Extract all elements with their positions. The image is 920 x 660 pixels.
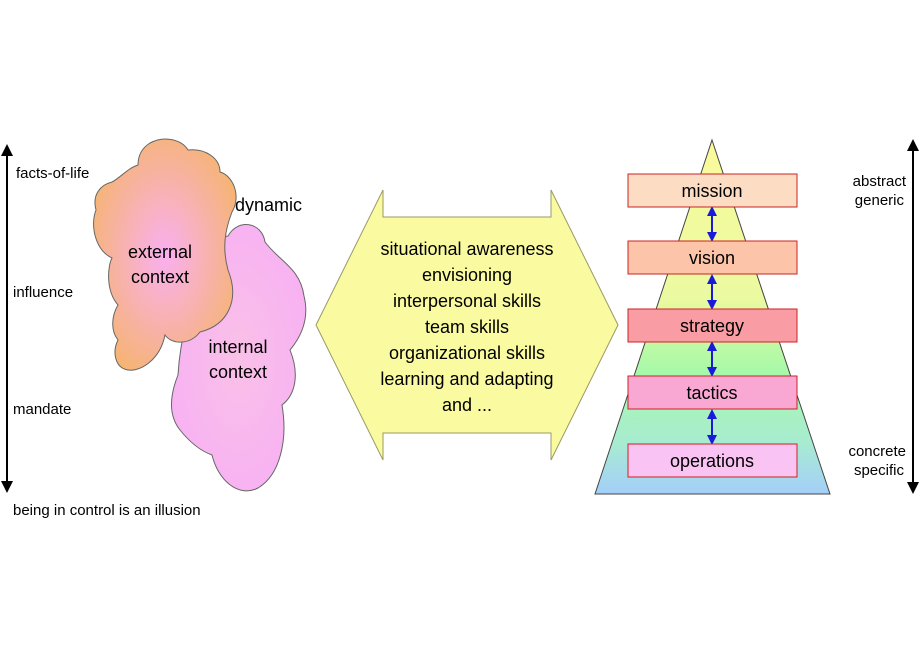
level-box-strategy (627, 308, 798, 343)
pyramid: mission vision strategy tactics operatio… (594, 138, 831, 495)
level-label-mission: mission (681, 181, 742, 201)
external-line-1: external (128, 242, 192, 262)
level-box-mission (627, 173, 798, 208)
skill-item-3: interpersonal skills (393, 291, 541, 311)
level-label-operations: operations (670, 451, 754, 471)
level-strategy: strategy (627, 308, 798, 343)
internal-line-2: context (209, 362, 267, 382)
skill-item-7: and ... (442, 395, 492, 415)
external-line-2: context (131, 267, 189, 287)
level-label-strategy: strategy (680, 316, 744, 336)
skill-item-6: learning and adapting (380, 369, 553, 389)
skill-item-2: envisioning (422, 265, 512, 285)
right-label-specific: specific (854, 462, 905, 479)
dynamic-label: dynamic (235, 195, 302, 215)
level-mission: mission (627, 173, 798, 208)
external-context-cloud: external context (93, 138, 237, 371)
level-operations: operations (627, 443, 798, 478)
skill-item-1: situational awareness (380, 239, 553, 259)
left-label-mandate: mandate (13, 401, 71, 418)
level-box-tactics (627, 375, 798, 410)
level-label-tactics: tactics (686, 383, 737, 403)
skill-item-5: organizational skills (389, 343, 545, 363)
internal-line-1: internal (208, 337, 267, 357)
level-box-vision (627, 240, 798, 275)
skill-item-4: team skills (425, 317, 509, 337)
level-box-operations (627, 443, 798, 478)
left-scale: facts-of-life influence mandate being in… (1, 144, 201, 519)
skills-hexagon: situational awareness envisioning interp… (315, 189, 619, 461)
left-caption: being in control is an illusion (13, 502, 201, 519)
left-label-influence: influence (13, 284, 73, 301)
level-tactics: tactics (627, 375, 798, 410)
level-label-vision: vision (689, 248, 735, 268)
right-label-concrete: concrete (848, 443, 906, 460)
left-label-facts-of-life: facts-of-life (16, 165, 89, 182)
right-scale: abstract generic concrete specific (848, 139, 919, 494)
right-label-generic: generic (855, 192, 905, 209)
level-vision: vision (627, 240, 798, 275)
right-label-abstract: abstract (853, 173, 907, 190)
